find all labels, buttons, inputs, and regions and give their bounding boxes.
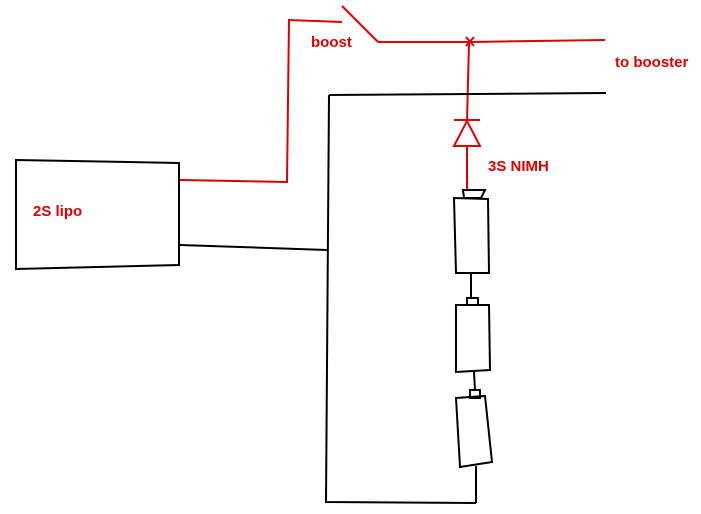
nimh-cell-2	[455, 297, 492, 374]
common-ground-bus	[324, 94, 477, 504]
diode-wire	[466, 42, 470, 121]
cell-link-2	[473, 371, 476, 391]
diode-icon	[452, 118, 482, 190]
lipo-label: 2S lipo	[33, 203, 82, 220]
booster-ground-wire	[328, 92, 607, 96]
lipo-battery-body	[15, 158, 180, 271]
boost-switch-label: boost	[311, 34, 352, 51]
junction-marker	[465, 36, 475, 47]
boost-switch-lever	[341, 5, 379, 43]
nimh-label: 3S NIMH	[488, 158, 549, 175]
lipo-negative-wire	[179, 244, 328, 251]
nimh-cell-3	[454, 389, 494, 469]
to-booster-label: to booster	[615, 54, 688, 71]
lipo-positive-wire	[179, 18, 343, 184]
nimh-cell-1	[452, 189, 491, 274]
booster-output-wire	[378, 39, 606, 43]
